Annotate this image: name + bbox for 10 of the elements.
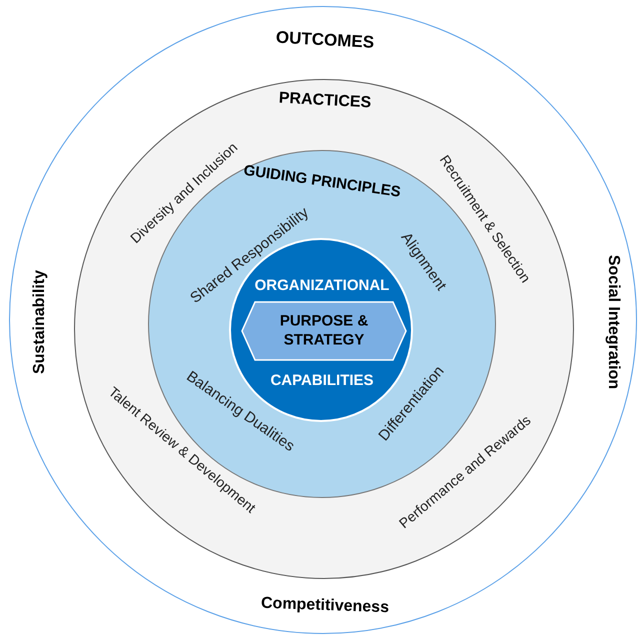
core-label: CAPABILITIES xyxy=(270,370,374,391)
purpose-hexagon xyxy=(241,301,407,361)
core-label: ORGANIZATIONAL xyxy=(254,276,390,296)
ring-title: GUIDING PRINCIPLES xyxy=(242,160,402,203)
outcome-label: Social Integration xyxy=(604,254,623,390)
ring-title: OUTCOMES xyxy=(275,26,375,54)
hexagon-label: PURPOSE & STRATEGY xyxy=(278,312,370,350)
outcome-label: Sustainability xyxy=(30,270,49,374)
ring-title: PRACTICES xyxy=(278,88,372,114)
outcome-label: Competitiveness xyxy=(260,594,390,618)
